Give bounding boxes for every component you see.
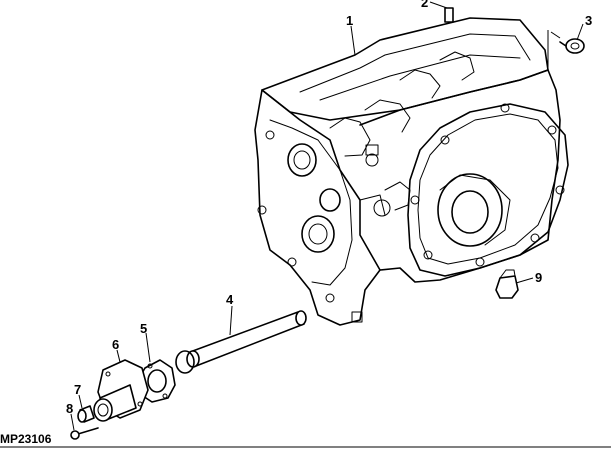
callout-4: 4 <box>226 292 234 307</box>
callout-8: 8 <box>66 401 74 416</box>
part-7-bushing <box>77 405 95 423</box>
callout-2: 2 <box>421 0 429 10</box>
part-6-flange-pipe <box>93 359 149 422</box>
figure-code: MP23106 <box>0 432 52 446</box>
part-4-tube <box>175 310 307 374</box>
part-3-bolt <box>559 38 585 54</box>
transmission-case <box>254 17 569 326</box>
callout-9: 9 <box>535 270 543 285</box>
part-9-drain-plug <box>495 269 519 299</box>
callout-7: 7 <box>74 382 82 397</box>
part-8-screw <box>70 427 99 440</box>
callout-3: 3 <box>585 13 593 28</box>
part-2-plug <box>444 7 454 23</box>
callout-1: 1 <box>346 13 354 28</box>
callout-5: 5 <box>140 321 148 336</box>
callout-6: 6 <box>112 337 120 352</box>
leader-lines <box>70 1 584 431</box>
